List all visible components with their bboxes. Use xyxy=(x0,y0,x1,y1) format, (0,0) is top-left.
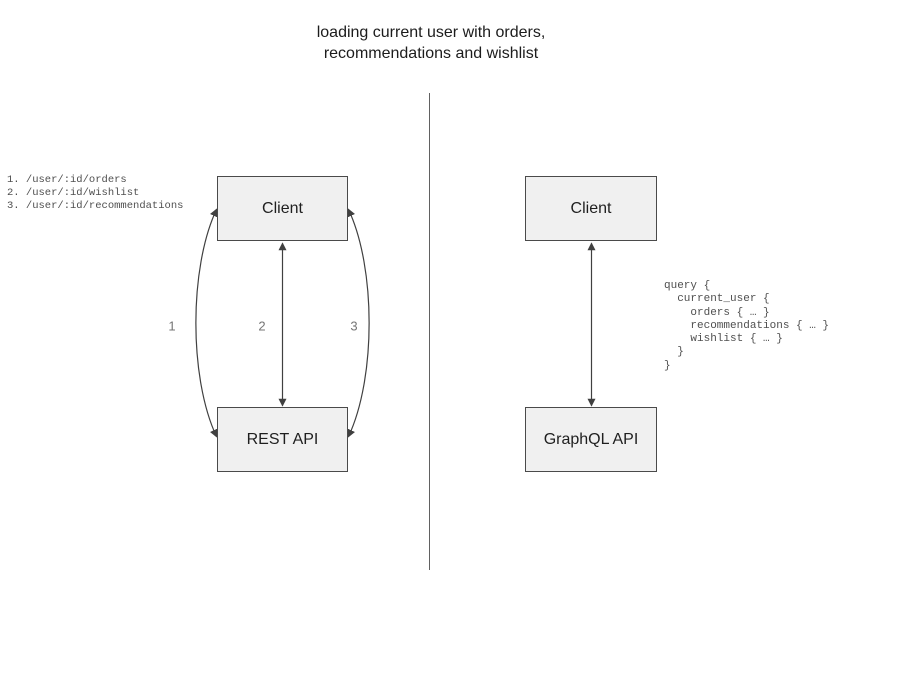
rest-endpoint-wishlist: 2. /user/:id/wishlist xyxy=(7,187,140,199)
graphql-query-snippet: query { current_user { orders { … } reco… xyxy=(664,280,829,373)
graphql-api-label: GraphQL API xyxy=(543,430,639,448)
query-line-open: query { xyxy=(664,280,711,292)
arrow-label-2: 2 xyxy=(258,318,266,334)
query-line-close-inner: } xyxy=(664,346,684,359)
query-line-close-outer: } xyxy=(664,359,671,372)
graphql-api-node: GraphQL API xyxy=(525,407,657,472)
rest-endpoint-orders: 1. /user/:id/orders xyxy=(7,174,127,186)
panel-divider xyxy=(428,93,430,570)
graphql-client-node: Client xyxy=(525,176,657,241)
rest-arrow-1-curve xyxy=(195,208,218,438)
diagram-title-line2: recommendations and wishlist xyxy=(323,45,539,62)
arrow-label-3: 3 xyxy=(350,318,358,334)
query-line-wishlist: wishlist { … } xyxy=(664,333,783,346)
rest-endpoint-recommendations: 3. /user/:id/recommendations xyxy=(7,200,184,212)
graphql-client-label: Client xyxy=(570,199,612,217)
rest-client-node: Client xyxy=(217,176,348,241)
rest-api-node: REST API xyxy=(217,407,348,472)
diagram-title: loading current user with orders, recomm… xyxy=(131,22,731,64)
rest-client-label: Client xyxy=(262,199,303,217)
query-line-current-user: current_user { xyxy=(664,293,770,306)
query-line-orders: orders { … } xyxy=(664,306,770,319)
query-line-recommendations: recommendations { … } xyxy=(664,319,830,332)
arrow-label-1: 1 xyxy=(168,318,176,334)
diagram-title-line1: loading current user with orders, xyxy=(316,24,546,41)
rest-endpoint-list: 1. /user/:id/orders 2. /user/:id/wishlis… xyxy=(7,174,183,213)
rest-api-label: REST API xyxy=(246,430,319,448)
